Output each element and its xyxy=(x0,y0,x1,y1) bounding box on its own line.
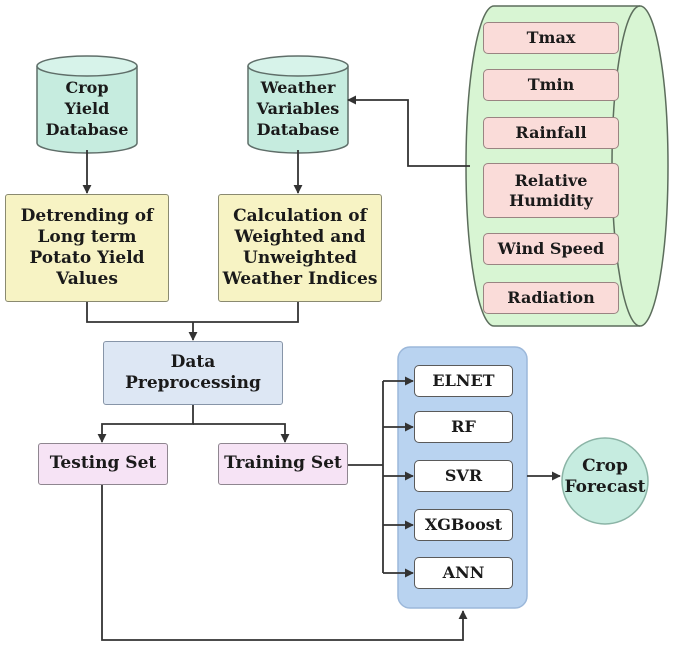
forecast-line-2: Forecast xyxy=(564,477,646,498)
model-svr: SVR xyxy=(414,460,513,492)
preprocessing-line-1: Data xyxy=(170,351,216,372)
weather-db-line-2: Variables xyxy=(256,98,340,118)
calculation-line-4: Weather Indices xyxy=(222,269,378,290)
detrending-box: Detrending of Long term Potato Yield Val… xyxy=(5,194,169,302)
calculation-line-2: Weighted and xyxy=(234,226,366,247)
model-rf: RF xyxy=(414,411,513,443)
weather-item-label: Tmax xyxy=(526,28,576,47)
detrending-line-2: Long term xyxy=(37,226,137,247)
model-label: XGBoost xyxy=(424,515,503,534)
testing-set-box: Testing Set xyxy=(38,443,168,485)
weather-item-rainfall: Rainfall xyxy=(483,117,619,149)
detrending-line-1: Detrending of xyxy=(20,205,154,226)
weather-item-wind-speed: Wind Speed xyxy=(483,233,619,265)
crop-db-line-2: Yield xyxy=(64,98,110,118)
crop-forecast-circle xyxy=(561,437,649,525)
forecast-line-1: Crop xyxy=(582,456,628,476)
calculation-box: Calculation of Weighted and Unweighted W… xyxy=(218,194,382,302)
weather-db-line-1: Weather xyxy=(260,78,336,97)
crop-db-line-3: Database xyxy=(45,119,129,139)
calculation-line-3: Unweighted xyxy=(243,248,357,268)
testing-set-label: Testing Set xyxy=(49,453,157,474)
model-label: ELNET xyxy=(432,371,495,390)
training-set-label: Training Set xyxy=(224,453,342,474)
weather-item-label: Rainfall xyxy=(515,123,587,142)
weather-item-label: Relative Humidity xyxy=(509,170,593,210)
data-preprocessing-box: Data Preprocessing xyxy=(103,341,283,405)
weather-item-label: Radiation xyxy=(507,288,595,307)
model-elnet: ELNET xyxy=(414,365,513,397)
calculation-line-1: Calculation of xyxy=(233,205,367,226)
model-label: ANN xyxy=(442,563,485,582)
model-xgboost: XGBoost xyxy=(414,509,513,541)
weather-item-label: Tmin xyxy=(527,75,575,94)
arrow-weather-variables-to-database xyxy=(347,95,470,167)
weather-item-label: Wind Speed xyxy=(497,239,605,258)
crop-yield-database-label: Crop Yield Database xyxy=(37,78,137,140)
model-label: SVR xyxy=(444,466,483,485)
crop-db-line-1: Crop xyxy=(65,78,109,97)
arrow-to-training-set xyxy=(193,423,290,443)
weather-item-tmin: Tmin xyxy=(483,69,619,101)
weather-variables-database-cylinder xyxy=(247,55,349,154)
arrow-to-testing-set xyxy=(97,405,194,443)
detrending-line-4: Values xyxy=(56,269,118,290)
weather-variables-database-label: Weather Variables Database xyxy=(248,78,348,140)
weather-item-tmax: Tmax xyxy=(483,22,619,54)
model-label: RF xyxy=(451,417,476,436)
detrending-line-3: Potato Yield xyxy=(29,248,145,268)
weather-item-relative-humidity: Relative Humidity xyxy=(483,163,619,218)
training-set-box: Training Set xyxy=(218,443,348,485)
crop-forecast-label: Crop Forecast xyxy=(562,456,648,499)
model-ann: ANN xyxy=(414,557,513,589)
line-merge-indices xyxy=(86,302,299,323)
preprocessing-line-2: Preprocessing xyxy=(125,373,261,393)
weather-db-line-3: Database xyxy=(256,119,340,139)
weather-item-radiation: Radiation xyxy=(483,282,619,314)
arrow-testing-to-models xyxy=(101,485,468,641)
